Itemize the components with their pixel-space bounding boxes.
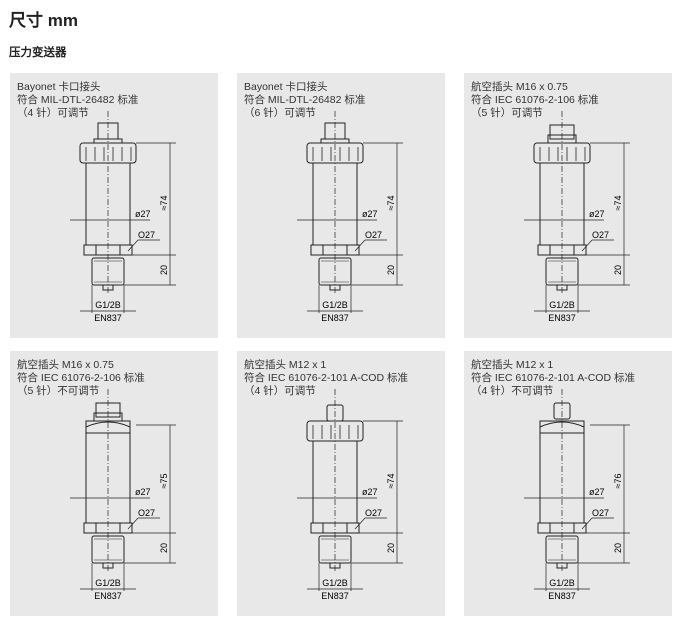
diameter-label: ø27 <box>362 487 378 497</box>
caption-line: 航空插头 M12 x 1 <box>244 359 327 371</box>
length-label: ≈74 <box>386 474 396 489</box>
thread-label: G1/2B <box>322 578 348 588</box>
panel-caption: Bayonet 卡口接头符合 MIL-DTL-26482 标准（4 针）可调节 <box>17 81 138 120</box>
caption-line: 符合 IEC 61076-2-101 A-COD 标准 <box>471 372 635 384</box>
caption-line: （4 针）可调节 <box>244 385 316 397</box>
thread-label: G1/2B <box>549 300 575 310</box>
hex-nut <box>83 522 133 534</box>
caption-line: （5 针）可调节 <box>471 107 543 119</box>
caption-line: 航空插头 M12 x 1 <box>471 359 554 371</box>
m16-connector <box>95 402 121 418</box>
thread-length-label: 20 <box>613 543 623 553</box>
thread-label: G1/2B <box>549 578 575 588</box>
thread-length-label: 20 <box>386 543 396 553</box>
hex-size-label: O27 <box>592 508 609 518</box>
standard-label: EN837 <box>548 313 576 323</box>
standard-label: EN837 <box>321 591 349 601</box>
thread-label: G1/2B <box>322 300 348 310</box>
caption-line: 符合 MIL-DTL-26482 标准 <box>17 94 139 106</box>
caption-line: Bayonet 卡口接头 <box>17 81 101 93</box>
caption-line: 符合 IEC 61076-2-106 标准 <box>17 372 145 384</box>
panel-caption: Bayonet 卡口接头符合 MIL-DTL-26482 标准（6 针）可调节 <box>244 81 365 120</box>
caption-line: 符合 IEC 61076-2-101 A-COD 标准 <box>244 372 408 384</box>
length-label: ≈76 <box>613 474 623 489</box>
diameter-label: ø27 <box>589 487 605 497</box>
caption-line: （4 针）可调节 <box>17 107 89 119</box>
page-title: 尺寸 mm <box>9 11 78 30</box>
hex-size-label: O27 <box>592 230 609 240</box>
length-label: ≈74 <box>386 196 396 211</box>
length-label: ≈75 <box>159 474 169 489</box>
body-dome <box>85 421 131 428</box>
hex-nut <box>83 244 133 256</box>
caption-line: （5 针）不可调节 <box>17 385 100 397</box>
caption-line: 航空插头 M16 x 0.75 <box>471 81 568 93</box>
body-dome <box>539 421 585 428</box>
caption-line: （4 针）不可调节 <box>471 385 554 397</box>
section-title: 压力变送器 <box>9 47 67 59</box>
hex-size-label: O27 <box>365 508 382 518</box>
diameter-label: ø27 <box>135 487 151 497</box>
thread-length-label: 20 <box>159 265 169 275</box>
thread-length-label: 20 <box>613 265 623 275</box>
standard-label: EN837 <box>321 313 349 323</box>
caption-line: 航空插头 M16 x 0.75 <box>17 359 114 371</box>
thread-label: G1/2B <box>95 578 121 588</box>
m12-connector <box>553 402 571 420</box>
caption-line: （6 针）可调节 <box>244 107 316 119</box>
length-label: ≈74 <box>613 196 623 211</box>
standard-label: EN837 <box>94 313 122 323</box>
caption-line: Bayonet 卡口接头 <box>244 81 328 93</box>
hex-nut <box>310 244 360 256</box>
standard-label: EN837 <box>94 591 122 601</box>
diameter-label: ø27 <box>589 209 605 219</box>
thread-length-label: 20 <box>386 265 396 275</box>
caption-line: 符合 IEC 61076-2-106 标准 <box>471 94 599 106</box>
caption-line: 符合 MIL-DTL-26482 标准 <box>244 94 366 106</box>
thread-label: G1/2B <box>95 300 121 310</box>
hex-size-label: O27 <box>138 230 155 240</box>
m16-connector <box>549 124 575 140</box>
diameter-label: ø27 <box>362 209 378 219</box>
hex-size-label: O27 <box>138 508 155 518</box>
diameter-label: ø27 <box>135 209 151 219</box>
hex-nut <box>537 522 587 534</box>
hex-nut <box>310 522 360 534</box>
standard-label: EN837 <box>548 591 576 601</box>
hex-nut <box>537 244 587 256</box>
length-label: ≈74 <box>159 196 169 211</box>
thread-length-label: 20 <box>159 543 169 553</box>
hex-size-label: O27 <box>365 230 382 240</box>
